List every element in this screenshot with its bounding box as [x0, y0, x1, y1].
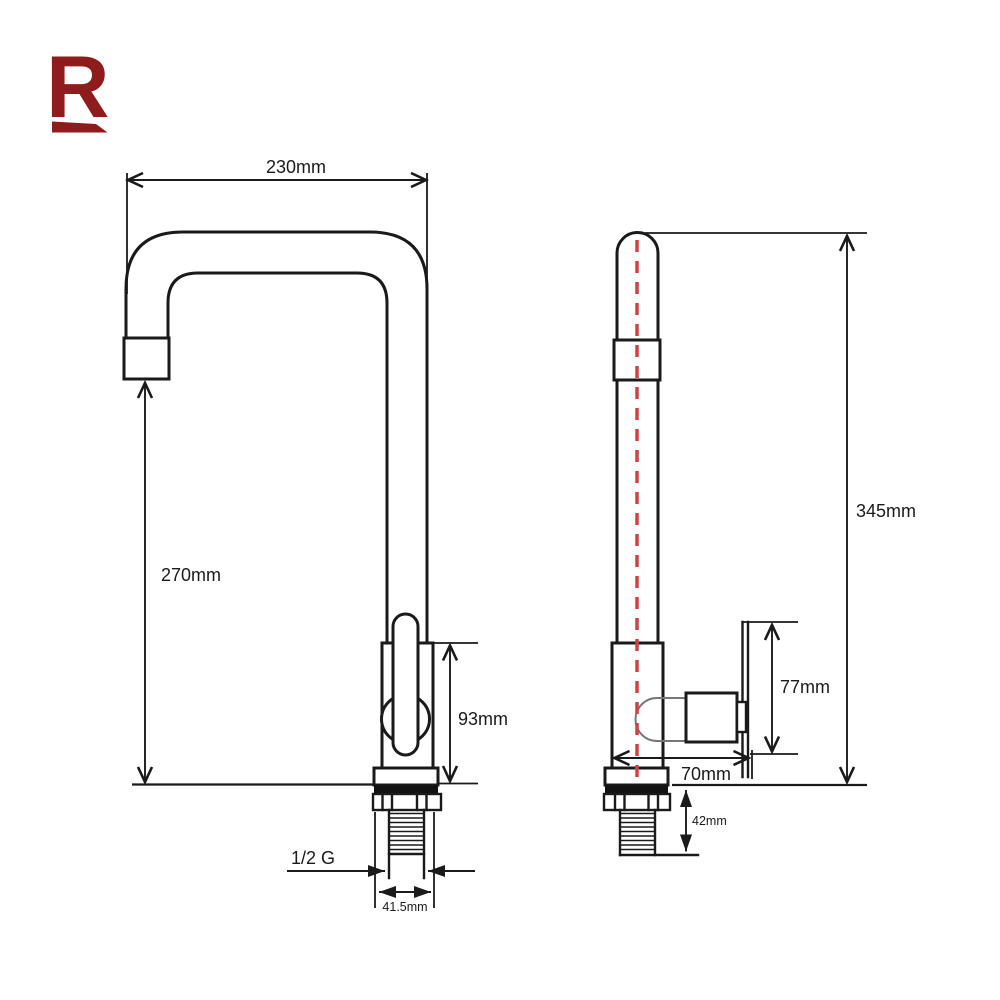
logo-letter: R — [46, 37, 110, 136]
handle-lever-side — [391, 612, 420, 757]
handle-block-front — [684, 691, 739, 744]
dim-label-thread-diameter: 41.5mm — [382, 900, 427, 914]
dim-label-thread-type: 1/2 G — [291, 848, 335, 868]
dim-label-handle-height: 77mm — [780, 677, 830, 697]
base-gasket-side — [374, 785, 438, 794]
logo-r: R — [46, 37, 110, 136]
spout-inner-outline — [166, 271, 389, 645]
front-view — [602, 231, 750, 857]
dim-label-base-depth: 70mm — [681, 764, 731, 784]
side-view-dimensions: 230mm 270mm 93mm 1/2 G 41.5mm — [124, 157, 508, 914]
mounting-nut-facets-front — [613, 792, 660, 812]
spout-tube-front — [615, 231, 660, 343]
handle-pivot-cap — [735, 700, 748, 734]
base-gasket-front — [605, 785, 668, 794]
threaded-shank-side — [387, 808, 426, 880]
thread-hatch-front — [621, 812, 654, 851]
handle-hidden-arc — [634, 697, 686, 742]
side-view — [122, 230, 443, 880]
dim-label-body-height: 93mm — [458, 709, 508, 729]
aerator — [122, 336, 171, 381]
dim-label-spout-height: 270mm — [161, 565, 221, 585]
logo-underline — [52, 121, 108, 133]
dim-label-thread-length: 42mm — [692, 814, 727, 828]
front-view-dimensions: 345mm 77mm 70mm 42mm — [611, 232, 916, 852]
threaded-shank-front — [618, 808, 700, 857]
mounting-nut-side — [371, 792, 443, 812]
thread-hatch-side — [390, 812, 423, 851]
base-flange-side — [372, 766, 440, 787]
dim-label-total-height: 345mm — [856, 501, 916, 521]
spout-outer-outline — [124, 230, 429, 645]
mounting-nut-front — [602, 792, 672, 812]
mounting-nut-facets-side — [381, 792, 428, 812]
dim-label-spout-reach: 230mm — [266, 157, 326, 177]
